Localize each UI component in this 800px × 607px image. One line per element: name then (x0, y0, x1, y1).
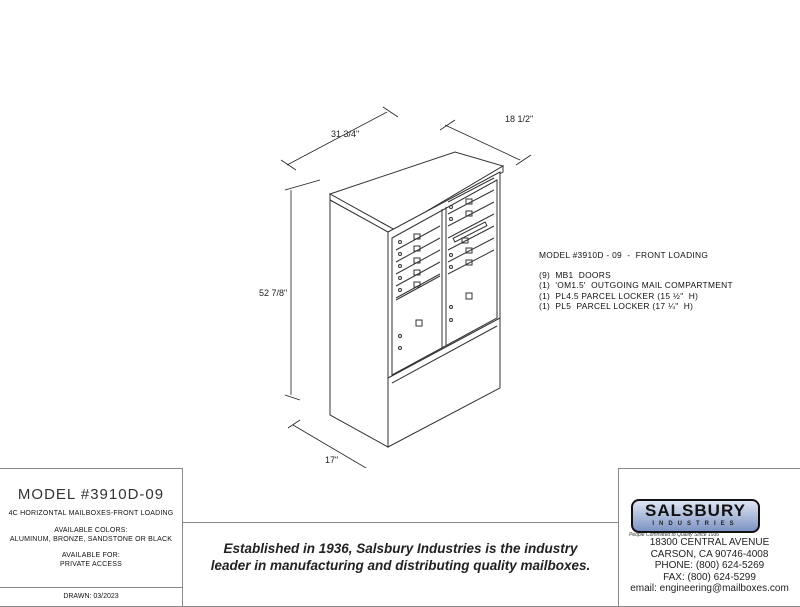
tagline-line: leader in manufacturing and distributing… (210, 558, 591, 573)
salsbury-logo: SALSBURY INDUSTRIES (631, 499, 760, 533)
logo-sub: INDUSTRIES (652, 521, 739, 527)
cabinet-front (387, 171, 501, 448)
mb1-doors-right (447, 177, 495, 322)
address-line1: 18300 CENTRAL AVENUE (649, 537, 770, 548)
access-value: PRIVATE ACCESS (59, 561, 123, 568)
spec-title: MODEL #3910D - 09 - FRONT LOADING (539, 250, 709, 260)
dimension-height: 52 7/8" (259, 288, 287, 298)
spec-item: (1) PL5 PARCEL LOCKER (17 ¼" H) (539, 301, 694, 311)
model-number: MODEL #3910D-09 (17, 486, 165, 503)
fax: FAX: (800) 624-5299 (663, 571, 756, 583)
colors-label: AVAILABLE COLORS: (54, 527, 128, 534)
spec-notes: MODEL #3910D - 09 - FRONT LOADING (9) MB… (539, 250, 733, 312)
phone: PHONE: (800) 624-5269 (654, 560, 765, 571)
title-block: MODEL #3910D-09 4C HORIZONTAL MAILBOXES-… (0, 468, 183, 607)
address-line2: CARSON, CA 90746-4008 (650, 548, 769, 560)
company-block: SALSBURY INDUSTRIES People Committed to … (618, 468, 800, 607)
slogan: People Committed to Quality Since 1936 (629, 532, 720, 538)
access-label: AVAILABLE FOR: (61, 552, 121, 559)
colors-value: ALUMINUM, BRONZE, SANDSTONE OR BLACK (9, 536, 173, 543)
dimension-depth: 18 1/2" (505, 114, 533, 124)
tagline-line: Established in 1936, Salsbury Industries… (223, 541, 578, 556)
model-subtitle: 4C HORIZONTAL MAILBOXES-FRONT LOADING (8, 510, 174, 517)
cabinet-side (329, 199, 389, 448)
spec-item: (1) 'OM1.5' OUTGOING MAIL COMPARTMENT (539, 280, 733, 290)
mb1-doors-left (395, 225, 441, 350)
spec-item: (1) PL4.5 PARCEL LOCKER (15 ½" H) (539, 290, 699, 301)
mailbox-isometric-drawing: 31 3/4" 18 1/2" 52 7/8" 17" (259, 106, 533, 468)
drawn-date: DRAWN: 03/2023 (0, 587, 182, 606)
tagline-block: Established in 1936, Salsbury Industries… (183, 522, 618, 607)
dimension-width: 31 3/4" (331, 129, 359, 139)
logo-name: SALSBURY (645, 501, 746, 520)
dimension-base-depth: 17" (325, 455, 338, 465)
email: email: engineering@mailboxes.com (630, 583, 789, 594)
spec-item: (9) MB1 DOORS (539, 269, 611, 280)
